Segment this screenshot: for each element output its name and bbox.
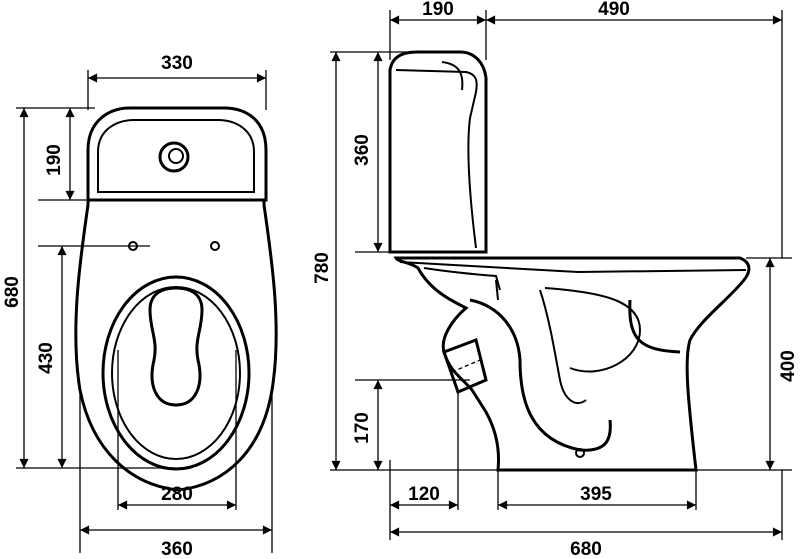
side-view-cistern <box>388 50 488 254</box>
side-view-dimensions: 190 490 780 360 170 400 120 3 <box>312 0 799 559</box>
flush-button-outer <box>158 141 190 173</box>
top-view-cistern-lid <box>97 119 255 193</box>
flush-button-inner <box>168 148 184 164</box>
dim-base-width: 360 <box>161 539 193 559</box>
side-view-bowl <box>393 256 751 472</box>
top-view-dimensions: 330 680 190 430 280 360 <box>2 53 273 559</box>
dim-side-total-height: 780 <box>312 252 333 284</box>
dim-seat-width: 280 <box>161 484 193 505</box>
dim-side-bowl: 490 <box>598 0 630 20</box>
outlet-pipe <box>442 338 488 395</box>
seat-ring-inner <box>111 286 241 460</box>
side-view <box>388 50 751 472</box>
top-view <box>74 106 278 492</box>
fixing-hole-right <box>210 241 220 251</box>
dim-side-outlet-offset: 120 <box>408 484 440 505</box>
dim-top-cistern: 190 <box>44 144 65 176</box>
seat-ring-outer <box>101 275 251 471</box>
dim-side-cistern: 190 <box>422 0 454 20</box>
dim-top-bowl: 430 <box>36 342 57 374</box>
dim-side-cistern-height: 360 <box>352 134 373 166</box>
bowl-opening <box>148 286 204 407</box>
dim-top-length: 680 <box>2 276 23 308</box>
dim-top-width: 330 <box>161 53 193 74</box>
dim-side-total-length: 680 <box>570 539 602 559</box>
top-view-bowl-outline <box>74 198 278 492</box>
top-view-cistern-outer <box>86 106 268 202</box>
dim-side-base-length: 395 <box>580 484 612 505</box>
dim-side-rim-height: 400 <box>778 350 799 382</box>
dim-side-outlet-height: 170 <box>352 412 373 444</box>
